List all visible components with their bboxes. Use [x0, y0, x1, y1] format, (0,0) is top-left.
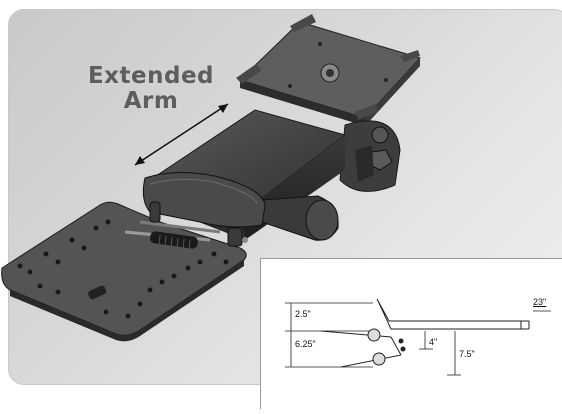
width-label: 23": [533, 297, 547, 307]
mounting-plate: [236, 14, 421, 126]
headline-line-2: Arm: [123, 88, 179, 114]
adjustment-knob: [261, 195, 339, 241]
total-height-label: 7.5": [459, 349, 475, 359]
height-label-mid: 6.25": [295, 339, 316, 349]
platform-drop-label: 4": [429, 337, 438, 347]
linkage-bars: [124, 201, 248, 253]
headline-line-1: Extended: [87, 63, 215, 89]
dimension-drawing: [285, 298, 551, 376]
dimension-diagram: 2.5" 6.25" 4" 7.5" 23": [260, 258, 562, 409]
extended-arm-label: Extended Arm: [76, 64, 226, 114]
tilt-mechanism: [339, 120, 401, 192]
height-label-top: 2.5": [295, 309, 311, 319]
front-cover: [142, 171, 266, 228]
extension-arrow: [134, 103, 229, 166]
